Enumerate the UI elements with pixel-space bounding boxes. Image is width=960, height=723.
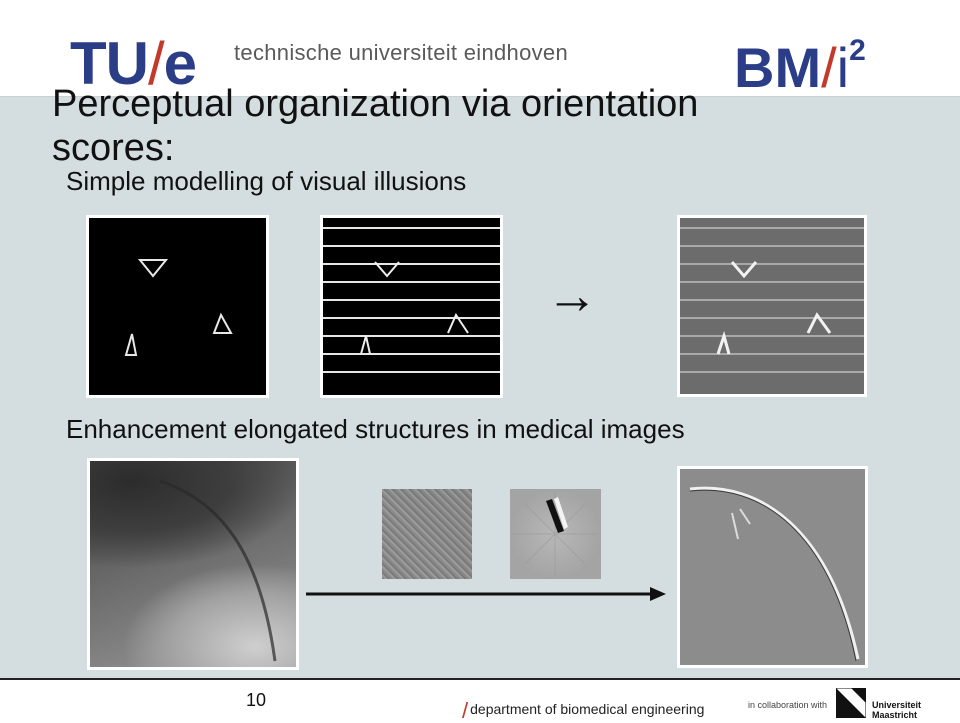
chevron-up-left [360, 335, 371, 355]
output-chevron-right [806, 312, 832, 334]
enhanced-catheter [689, 486, 860, 660]
department-slash: / [462, 698, 469, 723]
triangle-left [124, 333, 138, 356]
slide-footer: 10 /department of biomedical engineering… [0, 678, 960, 723]
kernel-light-stroke [554, 497, 568, 529]
lines-drawing [323, 227, 500, 373]
university-name: technische universiteit eindhoven [234, 40, 568, 65]
triangle-right [212, 312, 233, 334]
enhanced-vessels [731, 508, 751, 540]
bmi-logo-bm: BM [734, 36, 822, 99]
department-text: department of biomedical engineering [470, 701, 705, 717]
tue-logo-tu: TU [70, 30, 149, 97]
department-name: /department of biomedical engineering [462, 694, 705, 723]
output-chevron-down [730, 261, 758, 279]
catheter-path [159, 479, 277, 662]
kernel-drawing [510, 489, 601, 579]
slide-header: TU/e technische universiteit eindhoven B… [0, 0, 960, 96]
horizontal-lines [323, 227, 500, 373]
bmi-logo-slash: / [821, 36, 837, 99]
orientation-kernel-image [510, 489, 601, 579]
page-number: 10 [246, 690, 267, 710]
chevron-up-right [447, 312, 469, 334]
bmi-logo: BM/i2 [734, 36, 866, 96]
illusion-lines-image [320, 215, 503, 398]
illusion-output-image [677, 215, 867, 397]
um-logo-icon [836, 688, 866, 718]
tue-logo-e: e [163, 30, 197, 97]
collaboration-text: in collaboration with [748, 700, 828, 710]
section-heading-enhancement: Enhancement elongated structures in medi… [66, 414, 685, 444]
maps-to-arrow: → [546, 267, 598, 325]
bmi-logo-i: i [836, 36, 850, 99]
enhanced-catheter-shadow [689, 489, 857, 662]
triangles-drawing [124, 259, 233, 356]
output-lines [680, 227, 864, 373]
output-chevron-left [716, 330, 731, 355]
chevron-down [374, 261, 400, 278]
section-heading-illusions: Simple modelling of visual illusions [66, 166, 467, 196]
tue-logo-slash: / [147, 30, 165, 97]
slide-title: Perceptual organization via orientation … [52, 83, 699, 169]
xray-input-image [87, 458, 299, 670]
xray-input-drawing [159, 479, 277, 662]
xray-output-drawing [689, 486, 860, 662]
noise-patch-image [382, 489, 472, 579]
output-drawing [680, 227, 864, 373]
illusion-input-image [86, 215, 269, 398]
triangle-down [137, 259, 169, 278]
kernel-dark-stroke [546, 499, 564, 533]
bmi-logo-sup: 2 [849, 34, 866, 67]
xray-output-image [677, 466, 868, 668]
process-arrow [306, 587, 666, 601]
tue-logo: TU/e [70, 34, 197, 94]
partner-name: Universiteit Maastricht [872, 700, 922, 720]
